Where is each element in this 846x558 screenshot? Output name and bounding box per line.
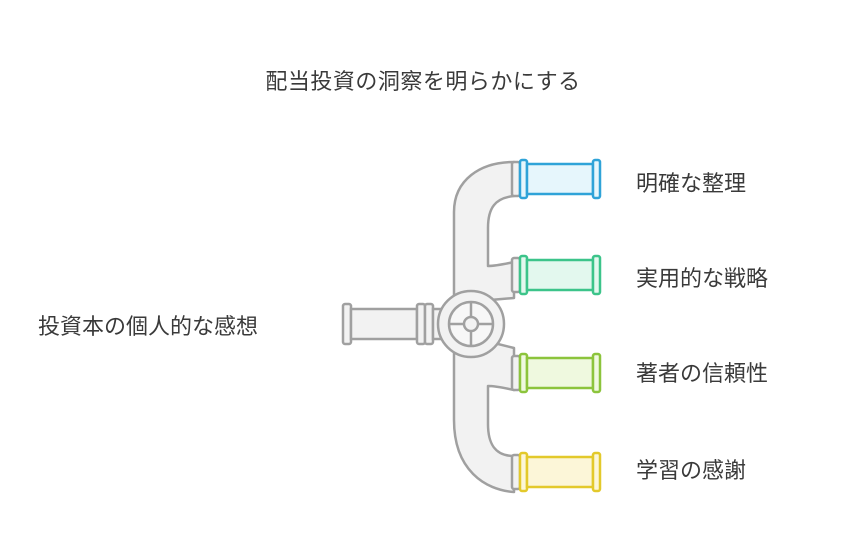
diagram-title: 配当投資の洞察を明らかにする — [265, 70, 581, 95]
source-label: 投資本の個人的な感想 — [38, 315, 259, 340]
branch-outlet-clear-organization — [510, 158, 602, 200]
branch-label-learning-gratitude: 学習の感謝 — [636, 459, 747, 484]
valve-icon — [436, 289, 506, 359]
branch-label-author-credibility: 著者の信頼性 — [636, 362, 769, 387]
branch-label-clear-organization: 明確な整理 — [636, 172, 747, 197]
input-pipe — [341, 302, 447, 346]
branch-label-practical-strategy: 実用的な戦略 — [636, 267, 769, 292]
branch-outlets — [510, 158, 602, 493]
branch-outlet-learning-gratitude — [510, 451, 602, 493]
branch-outlet-author-credibility — [510, 352, 602, 394]
branch-outlet-practical-strategy — [510, 254, 602, 296]
